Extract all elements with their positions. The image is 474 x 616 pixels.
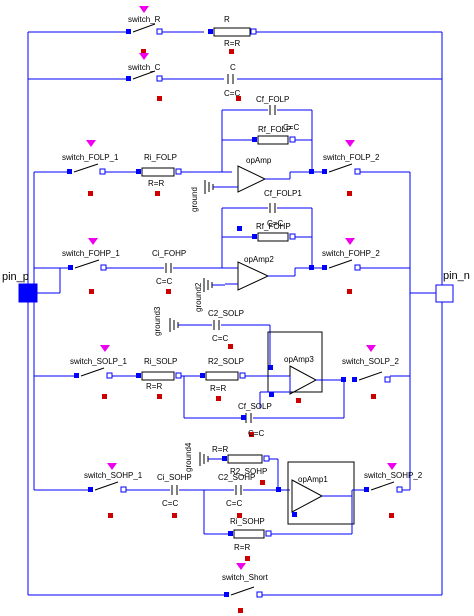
c2-sohp-value: C=C (226, 499, 242, 508)
ground-b-label: ground2 (194, 282, 203, 312)
switch-fohp1-control[interactable] (88, 238, 98, 245)
switch-sohp1-control[interactable] (107, 463, 117, 470)
switch-short-control[interactable] (236, 563, 246, 570)
ri-solp-value: R=R (146, 382, 162, 391)
switch-fohp2-control[interactable] (345, 238, 355, 245)
c2-solp-label: C2_SOLP (208, 309, 244, 318)
r-label: R (224, 15, 230, 24)
switch-fohp2-label: switch_FOHP_2 (322, 249, 380, 258)
row-sohp (34, 452, 410, 561)
ri-solp-label: Ri_SOLP (144, 357, 177, 366)
switch-solp1-control[interactable] (100, 345, 110, 352)
row-short (28, 563, 442, 613)
opamp-b-label: opAmp2 (244, 255, 274, 264)
frag-top-label: C=C (283, 123, 299, 132)
r2-sohp-value: R=R (212, 445, 228, 454)
r2-sohp-label: R2_SOHP (230, 467, 267, 476)
switch-folp1-control[interactable] (86, 140, 96, 147)
row-solp (34, 318, 410, 437)
pin-n-label: pin_n (443, 270, 470, 282)
c-label: C (230, 63, 236, 72)
ground-d-label: ground4 (184, 442, 193, 472)
switch-r-label: switch_R (128, 15, 161, 24)
switch-short-label: switch_Short (222, 573, 269, 582)
switch-sohp2-control[interactable] (387, 463, 397, 470)
rf-fohp-label: Rf_FOHP (256, 222, 291, 231)
switch-solp1-label: switch_SOLP_1 (70, 357, 127, 366)
ri-folp-label: Ri_FOLP (144, 153, 177, 162)
row-folp (34, 105, 410, 196)
row-fohp (34, 203, 436, 294)
cf-folp1-label: Cf_FOLP1 (264, 189, 302, 198)
r-value: R=R (224, 39, 240, 48)
switch-solp2-label: switch_SOLP_2 (342, 357, 399, 366)
switch-r-control[interactable] (139, 6, 149, 13)
opamp-a-label: opAmp (246, 156, 272, 165)
ri-sohp-value: R=R (234, 543, 250, 552)
rf-folp-label: Rf_FOLP (258, 125, 291, 134)
pin-p-label: pin_p (2, 271, 29, 283)
switch-sohp1-label: switch_SOHP_1 (84, 471, 143, 480)
ground-c-label: ground3 (153, 306, 162, 336)
ci-fohp-label: Ci_FOHP (152, 249, 186, 258)
cf-solp-value: C=C (248, 429, 264, 438)
row-c (28, 53, 442, 101)
r2-solp-value: R=R (210, 384, 226, 393)
ground-a-label: ground (190, 187, 199, 212)
cf-folp-label: Cf_FOLP (256, 95, 289, 104)
cf-solp-label: Cf_SOLP (238, 402, 272, 411)
bus-wires (27, 32, 443, 595)
switch-c-label: switch_C (128, 63, 161, 72)
c2-solp-value: C=C (212, 334, 228, 343)
switch-folp1-label: switch_FOLP_1 (62, 153, 119, 162)
switch-solp2-control[interactable] (366, 345, 376, 352)
ri-sohp-label: Ri_SOHP (230, 517, 265, 526)
switch-folp2-label: switch_FOLP_2 (323, 153, 380, 162)
r2-solp-label: R2_SOLP (208, 357, 244, 366)
ci-fohp-value: C=C (156, 277, 172, 286)
ci-sohp-label: Ci_SOHP (157, 473, 192, 482)
switch-folp2-control[interactable] (345, 140, 355, 147)
opamp-d-label: opAmp1 (298, 475, 328, 484)
switch-fohp1-label: switch_FOHP_1 (62, 249, 120, 258)
frag-mid-label: C=C (267, 219, 283, 228)
ri-folp-value: R=R (148, 179, 164, 188)
c-value: C=C (224, 89, 240, 98)
ci-sohp-value: C=C (162, 499, 178, 508)
row-r (28, 6, 442, 54)
pin-p-port[interactable] (18, 283, 38, 303)
pin-n-port[interactable] (435, 284, 454, 303)
opamp-c-label: opAmp3 (284, 355, 314, 364)
switch-sohp2-label: switch_SOHP_2 (364, 471, 423, 480)
switch-c-control[interactable] (139, 53, 149, 60)
c2-sohp-label: C2_SOHP (218, 473, 255, 482)
